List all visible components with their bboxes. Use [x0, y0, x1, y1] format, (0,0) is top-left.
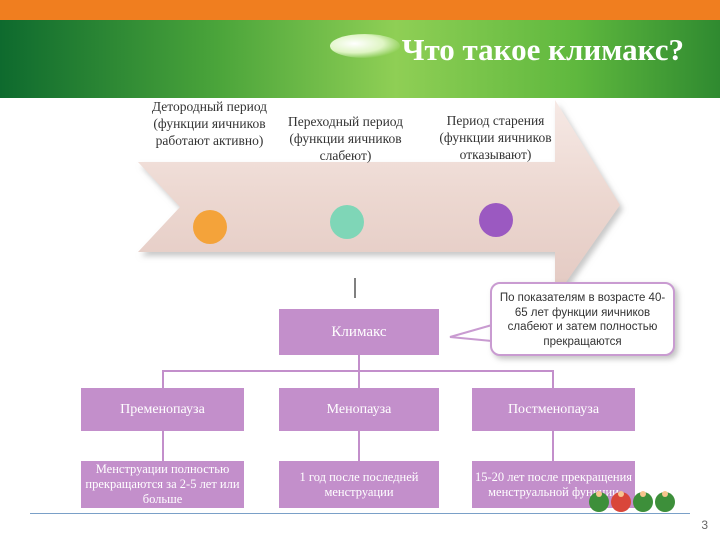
connector-middle — [358, 370, 360, 388]
connector-desc-right — [552, 431, 554, 461]
phase-menopause: Менопауза — [279, 388, 439, 431]
connector-desc-middle — [358, 431, 360, 461]
page-number: 3 — [701, 518, 708, 532]
period-label-transition: Переходный период (функции яичников слаб… — [287, 114, 404, 163]
header-band — [0, 20, 720, 98]
period-label-reproductive: Детородный период (функции яичников рабо… — [151, 99, 268, 148]
period-dot-aging — [479, 203, 513, 237]
age-callout: По показателям в возрасте 40-65 лет функ… — [490, 282, 675, 356]
connector-left — [162, 370, 164, 388]
period-dot-reproductive — [193, 210, 227, 244]
desc-premenopause: Менструации полностью прекращаются за 2-… — [81, 461, 244, 508]
footer-line — [30, 513, 690, 514]
climax-box: Климакс — [279, 309, 439, 355]
desc-menopause: 1 год после последней менструации — [279, 461, 439, 508]
period-dot-transition — [330, 205, 364, 239]
connector-climax-down — [358, 355, 360, 371]
slide-title: Что такое климакс? — [401, 32, 684, 67]
leaf-highlight — [330, 34, 400, 58]
desc-postmenopause: 15-20 лет после прекращения менструально… — [472, 461, 635, 508]
people-icon — [589, 491, 675, 512]
top-orange-bar — [0, 0, 720, 20]
phase-premenopause: Пременопауза — [81, 388, 244, 431]
connector-right — [552, 370, 554, 388]
phase-postmenopause: Постменопауза — [472, 388, 635, 431]
period-label-aging: Период старения (функции яичников отказы… — [439, 113, 552, 162]
connector-desc-left — [162, 431, 164, 461]
